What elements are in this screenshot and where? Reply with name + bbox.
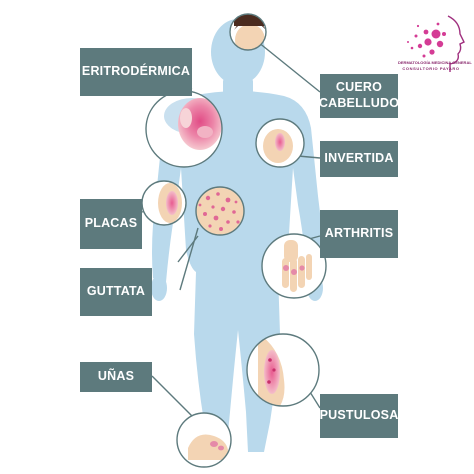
label-invertida-text: INVERTIDA (324, 151, 394, 166)
guttata-callout (195, 186, 245, 236)
label-cuero-line1: CUERO (335, 80, 383, 95)
cuero-cabelludo-callout (229, 13, 267, 51)
logo-line1: DERMATOLOGÍA MEDICINA GENERAL (398, 60, 472, 65)
label-eritrodermica: ERITRODÉRMICA (80, 48, 192, 96)
label-arthritis: ARTHRITIS (320, 210, 398, 258)
label-pustulosa: PUSTULOSA (320, 394, 398, 438)
logo-line2: CONSULTORIO PAYARO (402, 66, 460, 71)
label-guttata: GUTTATA (80, 268, 152, 316)
invertida-callout (255, 118, 305, 168)
unas-callout (176, 412, 232, 468)
label-eritrodermica-text: ERITRODÉRMICA (81, 64, 191, 79)
label-arthritis-text: ARTHRITIS (324, 226, 394, 241)
label-invertida: INVERTIDA (320, 141, 398, 177)
label-unas-text: UÑAS (97, 369, 135, 384)
placas-callout (141, 180, 187, 226)
arthritis-callout (261, 233, 327, 299)
pustulosa-callout (246, 333, 320, 407)
label-cuero-cabelludo: CUERO CABELLUDO (318, 74, 400, 118)
profile-face-dots-icon (407, 15, 465, 72)
label-cuero-line2: CABELLUDO (318, 96, 400, 110)
label-pustulosa-text: PUSTULOSA (319, 408, 399, 423)
label-guttata-text: GUTTATA (86, 284, 146, 299)
eritrodermica-callout (145, 90, 223, 168)
label-unas: UÑAS (80, 362, 152, 392)
label-placas: PLACAS (80, 199, 142, 249)
label-placas-text: PLACAS (84, 216, 138, 231)
